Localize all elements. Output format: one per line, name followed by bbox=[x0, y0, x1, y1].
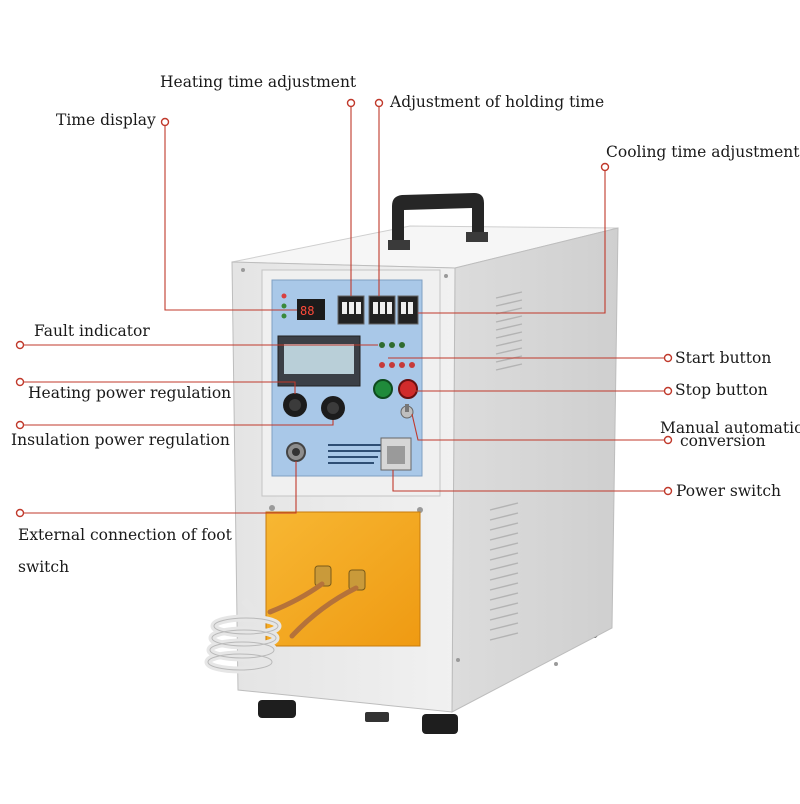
label-cooling-time: Cooling time adjustment bbox=[606, 143, 800, 161]
label-foot-switch-line1: External connection of foot bbox=[18, 526, 232, 544]
leader-endpoints bbox=[15, 98, 673, 518]
label-heating-power: Heating power regulation bbox=[28, 384, 232, 402]
manual-auto-toggle[interactable] bbox=[400, 404, 414, 419]
leader-heating-power bbox=[20, 381, 296, 394]
foot-switch-port[interactable] bbox=[286, 442, 306, 462]
coil-cover bbox=[265, 511, 421, 647]
leader-time-display bbox=[164, 122, 297, 311]
fault-indicator-leds bbox=[379, 342, 415, 368]
label-foot-switch-line2: switch bbox=[18, 558, 70, 576]
time-display-digits: 88 bbox=[300, 304, 314, 318]
panel-status-leds bbox=[281, 293, 287, 319]
label-fault-indicator: Fault indicator bbox=[34, 322, 150, 340]
label-holding-time: Adjustment of holding time bbox=[390, 93, 605, 111]
panel-screws bbox=[241, 268, 558, 666]
side-vents bbox=[489, 291, 523, 641]
heating-power-knob[interactable] bbox=[283, 393, 307, 417]
timer-dials bbox=[337, 295, 419, 325]
label-stop-button: Stop button bbox=[675, 381, 768, 399]
leader-power-switch bbox=[392, 470, 668, 492]
copper-leads bbox=[267, 581, 359, 639]
time-display-screen bbox=[297, 299, 325, 320]
leader-lines bbox=[20, 103, 668, 514]
leader-foot-switch bbox=[20, 461, 297, 514]
insulation-power-knob[interactable] bbox=[321, 396, 345, 420]
label-start-button: Start button bbox=[675, 349, 772, 367]
panel-nameplate bbox=[328, 444, 388, 464]
start-button[interactable] bbox=[373, 379, 393, 399]
machine-side bbox=[451, 227, 619, 713]
leader-cooling-time bbox=[418, 167, 606, 314]
leader-insulation-power bbox=[20, 420, 334, 426]
label-time-display: Time display bbox=[56, 111, 156, 129]
power-switch[interactable] bbox=[380, 437, 412, 471]
label-manual-auto-line2: conversion bbox=[680, 432, 766, 450]
label-heating-time: Heating time adjustment bbox=[160, 73, 357, 91]
stop-button[interactable] bbox=[398, 379, 418, 399]
label-insulation-power: Insulation power regulation bbox=[11, 431, 230, 449]
leader-manual-auto bbox=[411, 413, 668, 441]
label-power-switch: Power switch bbox=[676, 482, 781, 500]
label-manual-auto-line1: Manual automatic bbox=[660, 419, 800, 437]
carry-handle bbox=[388, 193, 488, 250]
